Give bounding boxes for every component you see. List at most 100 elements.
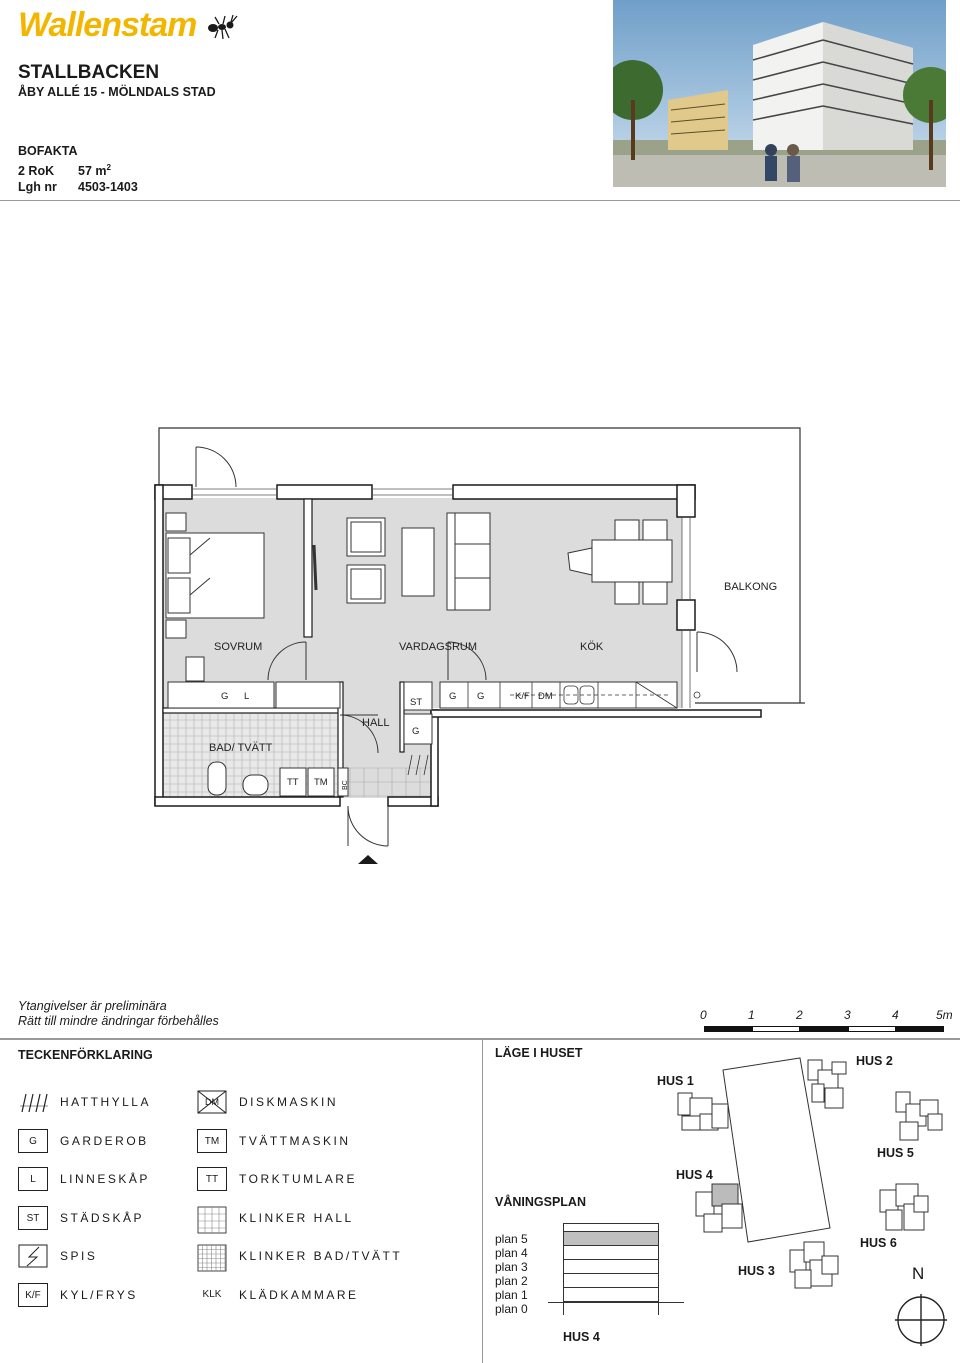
legend-label: HATTHYLLA — [60, 1095, 151, 1109]
legend-symbol-text: ST — [26, 1212, 40, 1224]
sym-kf: K/F — [515, 691, 530, 702]
floor-stack-level — [563, 1231, 659, 1245]
linen-cabinet-icon: L — [18, 1167, 48, 1191]
lage-title: LÄGE I HUSET — [495, 1046, 583, 1060]
legend-symbol-text: DM — [205, 1097, 219, 1107]
column-divider — [482, 1040, 483, 1363]
plan-label: plan 4 — [495, 1246, 528, 1260]
legend-symbol-text: G — [29, 1135, 37, 1147]
hus-6-label: HUS 6 — [860, 1236, 897, 1250]
wardrobes — [167, 656, 678, 745]
floor-stack-level — [563, 1301, 659, 1315]
plan-label: plan 3 — [495, 1260, 528, 1274]
floor-stack-level — [563, 1259, 659, 1273]
scale-label-4: 4 — [892, 1008, 899, 1022]
sym-g1: G — [221, 691, 228, 702]
hus-4-shape — [695, 1183, 743, 1233]
tile-large-icon — [197, 1206, 227, 1233]
scale-seg — [800, 1026, 848, 1032]
floor-stack-roof — [563, 1223, 659, 1231]
legend-label: STÄDSKÅP — [60, 1210, 145, 1225]
legend-label: TVÄTTMASKIN — [239, 1133, 351, 1148]
note-line2: Rätt till mindre ändringar förbehålles — [18, 1014, 219, 1028]
scale-seg — [896, 1026, 944, 1032]
sym-tm: TM — [314, 777, 328, 788]
room-labels: SOVRUM VARDAGSRUM KÖK BALKONG HALL BAD/ … — [209, 581, 777, 754]
legend-symbol-text: L — [30, 1174, 36, 1185]
hus-2-label: HUS 2 — [856, 1054, 893, 1068]
scale-seg — [752, 1026, 800, 1032]
hus-4-label: HUS 4 — [676, 1168, 713, 1182]
sym-g3: G — [449, 691, 456, 702]
legend-label: KYL/FRYS — [60, 1287, 138, 1302]
label-sovrum: SOVRUM — [214, 641, 262, 653]
project-address: ÅBY ALLÉ 15 - MÖLNDALS STAD — [18, 85, 216, 99]
plan-label: plan 5 — [495, 1232, 528, 1246]
legend-title: TECKENFÖRKLARING — [18, 1048, 153, 1062]
windows — [192, 488, 691, 708]
scale-bar: 0 1 2 3 4 5m — [700, 1008, 955, 1038]
vaningsplan-title: VÅNINGSPLAN — [495, 1195, 586, 1209]
tumble-dryer-icon: TT — [197, 1167, 227, 1191]
label-kok: KÖK — [580, 641, 604, 653]
hus-1-label: HUS 1 — [657, 1074, 694, 1088]
sym-bc: BC — [342, 780, 349, 790]
header-divider — [0, 200, 960, 201]
hus-1-shape — [677, 1092, 729, 1131]
legend-symbol-text: K/F — [25, 1289, 41, 1301]
scale-label-5: 5m — [936, 1008, 953, 1022]
tile-small-icon — [197, 1244, 227, 1272]
stove-icon — [18, 1244, 48, 1268]
plan-label: plan 0 — [495, 1302, 528, 1316]
logo-text: Wallenstam — [18, 6, 197, 44]
lgh-value: 4503-1403 — [78, 180, 138, 195]
lgh-label: Lgh nr — [18, 180, 57, 195]
floor-stack-building: HUS 4 — [563, 1330, 600, 1344]
legend-symbol-text: TM — [204, 1135, 220, 1147]
sym-g4: G — [477, 691, 484, 702]
doors — [195, 446, 738, 847]
bofakta-heading: BOFAKTA — [18, 144, 78, 158]
walk-in-closet-icon: KLK — [197, 1283, 227, 1307]
label-bad: BAD/ TVÄTT — [209, 742, 273, 754]
area-unit-sup: 2 — [106, 163, 111, 172]
disclaimer-note: Ytangivelser är preliminära Rätt till mi… — [18, 999, 219, 1029]
legend-label: KLÄDKAMMARE — [239, 1287, 359, 1302]
bofakta-facts: 2 RoK 57 m2 Lgh nr 4503-1403 — [18, 160, 138, 195]
legend-label: KLINKER BAD/TVÄTT — [239, 1249, 403, 1263]
building-rendering-image — [613, 0, 946, 187]
scale-seg — [704, 1026, 752, 1032]
floor-stack-level — [563, 1273, 659, 1287]
plan-label: plan 2 — [495, 1274, 528, 1288]
scale-label-3: 3 — [844, 1008, 851, 1022]
scale-label-1: 1 — [748, 1008, 755, 1022]
north-arrow-icon — [895, 1294, 947, 1346]
hus-3-label: HUS 3 — [738, 1264, 775, 1278]
floor-stack-level — [563, 1287, 659, 1301]
sym-dm: DM — [538, 691, 553, 702]
ground-line — [548, 1302, 684, 1303]
hat-rack-icon — [18, 1090, 48, 1114]
dishwasher-icon: DM — [197, 1090, 227, 1114]
legend-label: LINNESKÅP — [60, 1172, 150, 1186]
ant-logo-icon — [207, 14, 238, 40]
kitchen-counter — [467, 681, 701, 709]
label-hall: HALL — [362, 717, 390, 729]
sym-tt: TT — [287, 777, 299, 788]
area-value: 57 m — [78, 164, 107, 179]
wardrobe-icon: G — [18, 1128, 48, 1153]
project-title: STALLBACKEN — [18, 62, 160, 83]
rok-label: 2 RoK — [18, 164, 55, 179]
outer-walls — [154, 484, 762, 807]
scale-label-2: 2 — [796, 1008, 803, 1022]
dining-table — [567, 519, 673, 605]
living-room-furniture — [346, 512, 491, 611]
courtyard-outline — [722, 1057, 831, 1243]
scale-seg — [848, 1026, 896, 1032]
legend-label: SPIS — [60, 1249, 98, 1263]
legend-symbol-text: TT — [205, 1174, 219, 1185]
